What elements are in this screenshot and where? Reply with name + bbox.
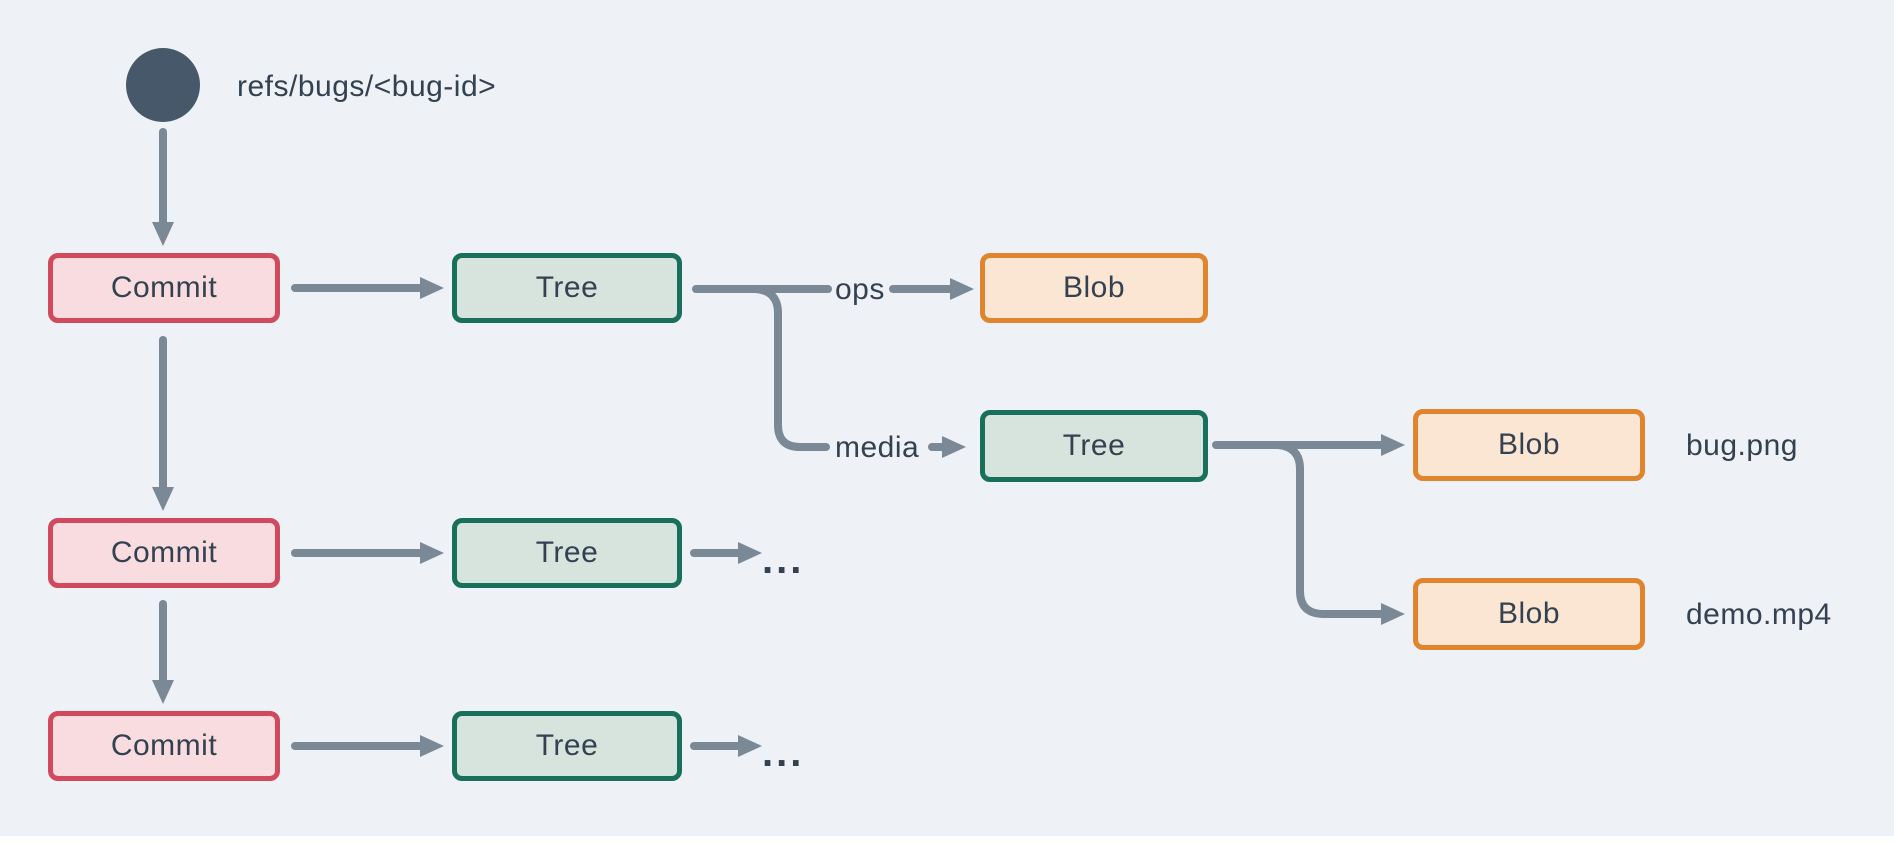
file-label-bug-png: bug.png: [1686, 429, 1798, 462]
edge-tree1-branch-media: [752, 285, 830, 451]
node-blob-ops: Blob: [980, 253, 1208, 323]
node-tree-1: Tree: [452, 253, 682, 323]
node-blob-demo: Blob: [1413, 578, 1645, 650]
node-blob-ops-label: Blob: [1062, 271, 1126, 304]
ellipsis-row-2: ...: [762, 538, 805, 582]
edge-treemedia-branch-blobdemo: [1274, 441, 1405, 625]
node-tree-media: Tree: [980, 410, 1208, 482]
node-commit-3: Commit: [48, 711, 280, 781]
node-commit-2: Commit: [48, 518, 280, 588]
node-tree-3-label: Tree: [535, 729, 599, 762]
node-commit-2-label: Commit: [110, 536, 218, 569]
bottom-white-strip: [0, 836, 1894, 844]
node-commit-3-label: Commit: [110, 729, 218, 762]
node-commit-1-label: Commit: [110, 271, 218, 304]
edge-label-media: media: [835, 431, 920, 464]
node-tree-1-label: Tree: [535, 271, 599, 304]
node-blob-demo-label: Blob: [1497, 597, 1561, 630]
node-tree-2: Tree: [452, 518, 682, 588]
ref-circle: [126, 48, 200, 122]
node-blob-bug-label: Blob: [1497, 428, 1561, 461]
node-commit-1: Commit: [48, 253, 280, 323]
edge-label-ops: ops: [835, 273, 885, 306]
node-tree-2-label: Tree: [535, 536, 599, 569]
node-tree-media-label: Tree: [1062, 429, 1126, 462]
ref-label: refs/bugs/<bug-id>: [237, 70, 497, 103]
file-label-demo-mp4: demo.mp4: [1686, 598, 1832, 631]
node-tree-3: Tree: [452, 711, 682, 781]
ellipsis-row-3: ...: [762, 731, 805, 775]
node-blob-bug: Blob: [1413, 409, 1645, 481]
